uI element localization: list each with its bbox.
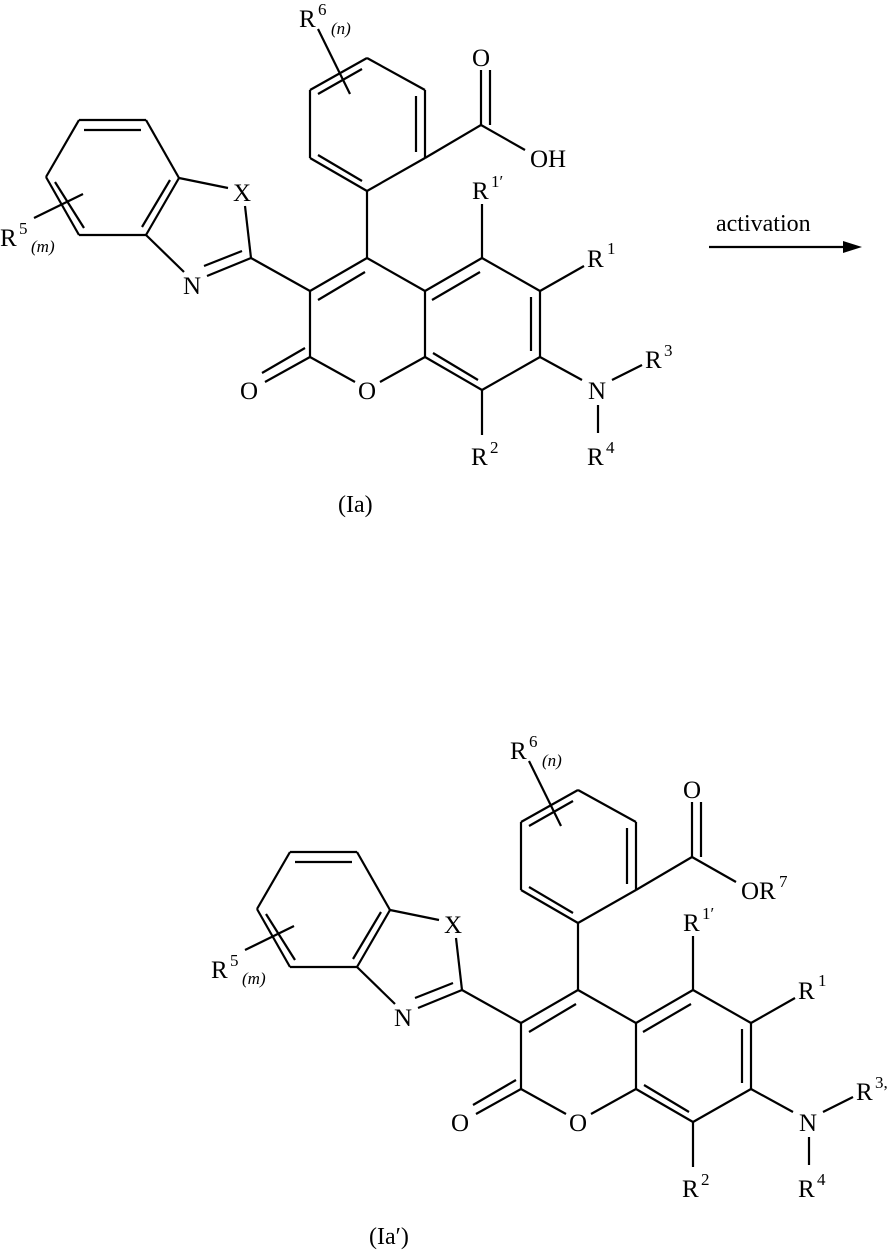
r1-label: R <box>798 978 815 1005</box>
ring-oxygen-label: O <box>569 1110 587 1137</box>
arrow-label: activation <box>716 211 811 237</box>
r1-prime-label: R <box>472 178 489 205</box>
reactant-caption: (Ia) <box>338 492 373 518</box>
r1-prime-label: R <box>683 910 700 937</box>
r4-superscript: 4 <box>606 438 615 457</box>
r6-superscript: 6 <box>318 0 327 19</box>
r6-subscript: (n) <box>542 751 562 770</box>
acid-carbonyl-oxygen-label: O <box>472 45 490 72</box>
product-skeleton <box>243 759 855 1169</box>
r3-superscript: 3, <box>875 1073 888 1092</box>
r5-superscript: 5 <box>19 219 28 238</box>
ester-carbonyl-oxygen-label: O <box>683 777 701 804</box>
r1-label: R <box>587 246 604 273</box>
r2-superscript: 2 <box>490 438 499 457</box>
r5-subscript: (m) <box>31 237 55 256</box>
reactant-structure: X N O O N O OH R 5 (m) R 6 (n) R 1′ R 1 … <box>0 0 673 518</box>
ring-nitrogen-label: N <box>394 1005 412 1032</box>
r1-superscript: 1 <box>607 239 616 258</box>
r2-label: R <box>682 1176 699 1203</box>
r5-superscript: 5 <box>230 951 239 970</box>
heteroatom-x-label: X <box>444 912 462 939</box>
r6-superscript: 6 <box>529 732 538 751</box>
arrowhead-icon <box>843 241 862 253</box>
r7-superscript: 7 <box>779 872 788 891</box>
reaction-arrow: activation <box>709 211 862 253</box>
carbonyl-oxygen-label: O <box>451 1110 469 1137</box>
ester-oxygen-label: OR <box>741 878 776 905</box>
ring-oxygen-label: O <box>358 378 376 405</box>
hydroxyl-label: OH <box>530 146 566 173</box>
r4-label: R <box>798 1176 815 1203</box>
carbonyl-oxygen-label: O <box>240 378 258 405</box>
heteroatom-x-label: X <box>233 180 251 207</box>
r5-label: R <box>0 225 17 252</box>
amine-nitrogen-label: N <box>799 1110 817 1137</box>
r1-prime-superscript: 1′ <box>491 172 503 191</box>
product-caption: (Ia′) <box>369 1224 409 1250</box>
r1-prime-superscript: 1′ <box>702 904 714 923</box>
reactant-skeleton <box>32 27 644 437</box>
r4-label: R <box>587 444 604 471</box>
ring-nitrogen-label: N <box>183 273 201 300</box>
amine-nitrogen-label: N <box>588 378 606 405</box>
r5-subscript: (m) <box>242 969 266 988</box>
r6-label: R <box>299 6 316 33</box>
r2-label: R <box>471 444 488 471</box>
r4-superscript: 4 <box>817 1170 826 1189</box>
r6-subscript: (n) <box>331 19 351 38</box>
r3-label: R <box>645 347 662 374</box>
product-structure: X N O O N O OR 7 R 5 (m) R 6 (n) R 1′ R … <box>211 732 888 1250</box>
r1-superscript: 1 <box>818 971 827 990</box>
r6-label: R <box>510 738 527 765</box>
r5-label: R <box>211 957 228 984</box>
r2-superscript: 2 <box>701 1170 710 1189</box>
r3-label: R <box>856 1079 873 1106</box>
r3-superscript: 3 <box>664 341 673 360</box>
